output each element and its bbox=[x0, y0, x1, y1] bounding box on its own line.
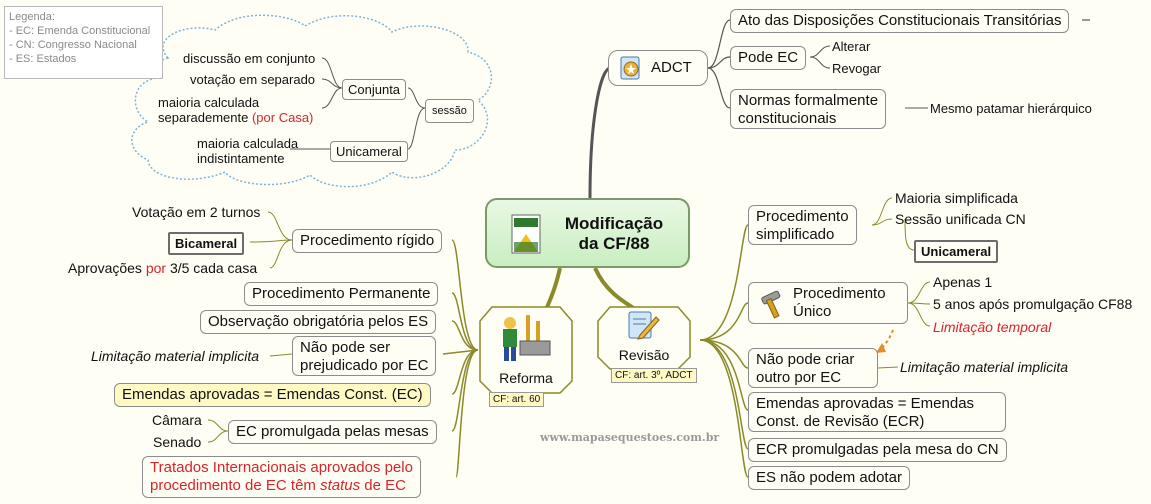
aprovacoes-text: Aprovações por 3/5 cada casa bbox=[68, 260, 258, 276]
legend-title: Legenda: bbox=[9, 11, 55, 23]
limitacao-material-revisao-text: Limitação material implicita bbox=[900, 359, 1069, 375]
revisao-node[interactable]: Revisão bbox=[596, 303, 692, 371]
ato-disposicoes-node[interactable]: Ato das Disposições Constitucionais Tran… bbox=[730, 9, 1070, 33]
ecr-promulgadas-label: ECR promulgadas pela mesa do CN bbox=[756, 441, 999, 458]
legend-item: - ES: Estados bbox=[9, 53, 77, 65]
votacao-2-turnos-text: Votação em 2 turnos bbox=[132, 204, 261, 220]
central-topic[interactable]: Modificação da CF/88 bbox=[485, 198, 690, 268]
es-nao-podem-node[interactable]: ES não podem adotar bbox=[748, 466, 910, 490]
procedimento-unico-node[interactable]: Procedimento Único bbox=[748, 282, 908, 324]
document-star-icon bbox=[620, 56, 640, 80]
reforma-node[interactable]: Reforma bbox=[478, 303, 574, 395]
tratados-node[interactable]: Tratados Internacionais aprovados pelo p… bbox=[142, 456, 421, 498]
unicameral-sessao-node[interactable]: Unicameral bbox=[330, 141, 408, 162]
edit-document-icon bbox=[628, 311, 660, 340]
reforma-caption: CF: art. 60 bbox=[489, 392, 545, 407]
procedimento-rigido-node[interactable]: Procedimento rígido bbox=[292, 229, 443, 253]
maioria-indistinta-text: maioria calculada indistintamente bbox=[197, 136, 299, 166]
legend-item: - CN: Congresso Nacional bbox=[9, 39, 137, 51]
procedimento-permanente-node[interactable]: Procedimento Permanente bbox=[244, 282, 439, 306]
ec-promulgada-label: EC promulgada pelas mesas bbox=[236, 423, 429, 440]
reforma-label: Reforma bbox=[499, 370, 553, 386]
sessao-node[interactable]: sessão bbox=[425, 99, 474, 123]
senado-text: Senado bbox=[153, 434, 202, 450]
cloud-outline bbox=[131, 14, 493, 188]
cinco-anos-text: 5 anos após promulgação CF88 bbox=[933, 296, 1133, 312]
emendas-aprovadas-ec-node[interactable]: Emendas aprovadas = Emendas Const. (EC) bbox=[114, 383, 431, 407]
camara-text: Câmara bbox=[152, 412, 202, 428]
sessao-unificada-text: Sessão unificada CN bbox=[895, 211, 1026, 227]
limitacao-temporal-text: Limitação temporal bbox=[933, 319, 1052, 335]
flag-icon bbox=[511, 214, 541, 254]
normas-node[interactable]: Normas formalmente constitucionais bbox=[730, 89, 887, 129]
observacao-label: Observação obrigatória pelos ES bbox=[208, 313, 429, 330]
nao-pode-prejudicado-node[interactable]: Não pode ser prejudicado por EC bbox=[292, 336, 437, 376]
procedimento-rigido-label: Procedimento rígido bbox=[300, 232, 435, 249]
emendas-aprovadas-ec-label: Emendas aprovadas = Emendas Const. (EC) bbox=[122, 386, 423, 403]
emendas-ecr-node[interactable]: Emendas aprovadas = Emendas Const. de Re… bbox=[748, 392, 1006, 432]
status-italic: status bbox=[320, 477, 361, 494]
watermark: www.mapasequestoes.com.br bbox=[540, 431, 720, 444]
ec-promulgada-node[interactable]: EC promulgada pelas mesas bbox=[228, 420, 437, 444]
votacao-separado-text: votação em separado bbox=[190, 72, 316, 87]
nao-pode-criar-node[interactable]: Não pode criar outro por EC bbox=[748, 348, 878, 388]
pode-ec-node[interactable]: Pode EC bbox=[730, 46, 807, 70]
normas-label-line2: constitucionais bbox=[738, 110, 837, 127]
limitacao-material-reforma-text: Limitação material implicita bbox=[91, 348, 260, 364]
bicameral-label: Bicameral bbox=[175, 236, 238, 251]
adct-label: ADCT bbox=[651, 59, 692, 76]
es-nao-podem-label: ES não podem adotar bbox=[756, 469, 902, 486]
sessao-label: sessão bbox=[432, 105, 467, 117]
conjunta-label: Conjunta bbox=[348, 82, 401, 97]
por-casa-highlight: (por Casa) bbox=[251, 110, 314, 125]
hammer-icon bbox=[761, 290, 781, 319]
ecr-promulgadas-node[interactable]: ECR promulgadas pela mesa do CN bbox=[748, 438, 1007, 462]
pode-ec-label: Pode EC bbox=[738, 49, 799, 66]
legend-item: - EC: Emenda Constitucional bbox=[9, 25, 151, 37]
central-title: Modificação da CF/88 bbox=[564, 214, 664, 253]
patamar-text: Mesmo patamar hierárquico bbox=[930, 101, 1092, 116]
apenas-1-text: Apenas 1 bbox=[933, 274, 993, 290]
ato-disposicoes-label: Ato das Disposições Constitucionais Tran… bbox=[738, 12, 1062, 29]
maioria-simplificada-text: Maioria simplificada bbox=[895, 190, 1018, 206]
revogar-text: Revogar bbox=[832, 61, 882, 76]
bicameral-node[interactable]: Bicameral bbox=[168, 232, 245, 255]
unicameral-revisao-node[interactable]: Unicameral bbox=[914, 240, 999, 263]
procedimento-permanente-label: Procedimento Permanente bbox=[252, 285, 431, 302]
unicameral-revisao-label: Unicameral bbox=[921, 244, 992, 259]
revisao-caption: CF: art. 3º, ADCT bbox=[611, 368, 697, 383]
normas-label-line1: Normas formalmente bbox=[738, 92, 879, 109]
worker-icon bbox=[503, 315, 551, 361]
adct-node[interactable]: ADCT bbox=[608, 50, 708, 86]
revisao-label: Revisão bbox=[618, 347, 670, 363]
alterar-text: Alterar bbox=[832, 39, 871, 54]
discussao-text: discussão em conjunto bbox=[183, 51, 316, 66]
procedimento-simplificado-node[interactable]: Procedimento simplificado bbox=[748, 205, 857, 245]
legend-box: Legenda: - EC: Emenda Constitucional - C… bbox=[4, 6, 163, 79]
conjunta-node[interactable]: Conjunta bbox=[342, 79, 407, 100]
maioria-separada-text: maioria calculada separademente (por Cas… bbox=[158, 95, 314, 125]
unicameral-sessao-label: Unicameral bbox=[336, 144, 402, 159]
observacao-node[interactable]: Observação obrigatória pelos ES bbox=[200, 310, 437, 334]
